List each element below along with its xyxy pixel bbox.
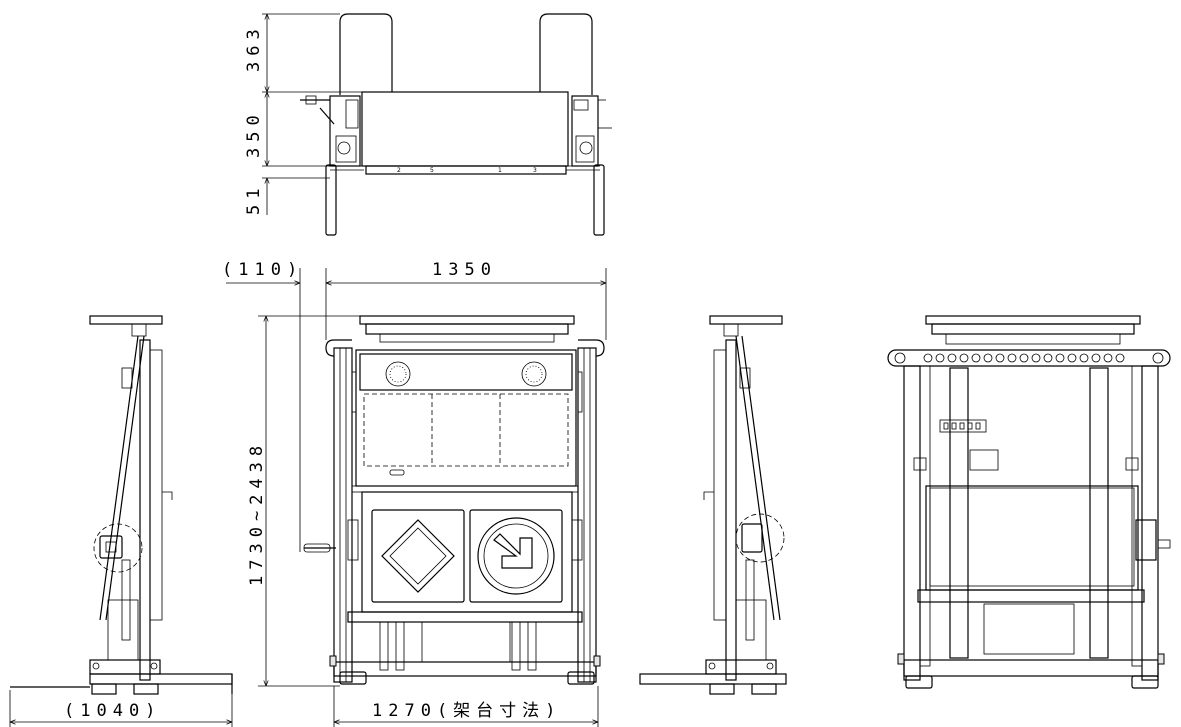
dim-top-lower: 51 xyxy=(244,183,264,215)
dim-top-middle: 350 xyxy=(244,109,264,158)
dim-front-offset: (110) xyxy=(222,260,303,280)
svg-text:3: 3 xyxy=(533,167,537,174)
front-dimensions: (110) 1350 1730~2438 1270(架台寸法) xyxy=(222,260,607,727)
svg-text:2: 2 xyxy=(397,167,401,174)
side-view-right xyxy=(639,315,787,695)
side-view-left: (1040) xyxy=(9,315,233,727)
dim-base-width: 1270(架台寸法) xyxy=(372,701,561,721)
top-view: 2 5 1 3 363 350 51 xyxy=(244,13,612,236)
rear-view xyxy=(887,315,1171,689)
dim-front-height: 1730~2438 xyxy=(247,440,267,586)
svg-text:1: 1 xyxy=(498,167,502,174)
dim-top-upper: 363 xyxy=(244,23,264,72)
front-view xyxy=(303,315,605,685)
dim-front-width: 1350 xyxy=(432,260,497,280)
dim-side-depth: (1040) xyxy=(64,701,161,721)
svg-text:5: 5 xyxy=(430,167,434,174)
